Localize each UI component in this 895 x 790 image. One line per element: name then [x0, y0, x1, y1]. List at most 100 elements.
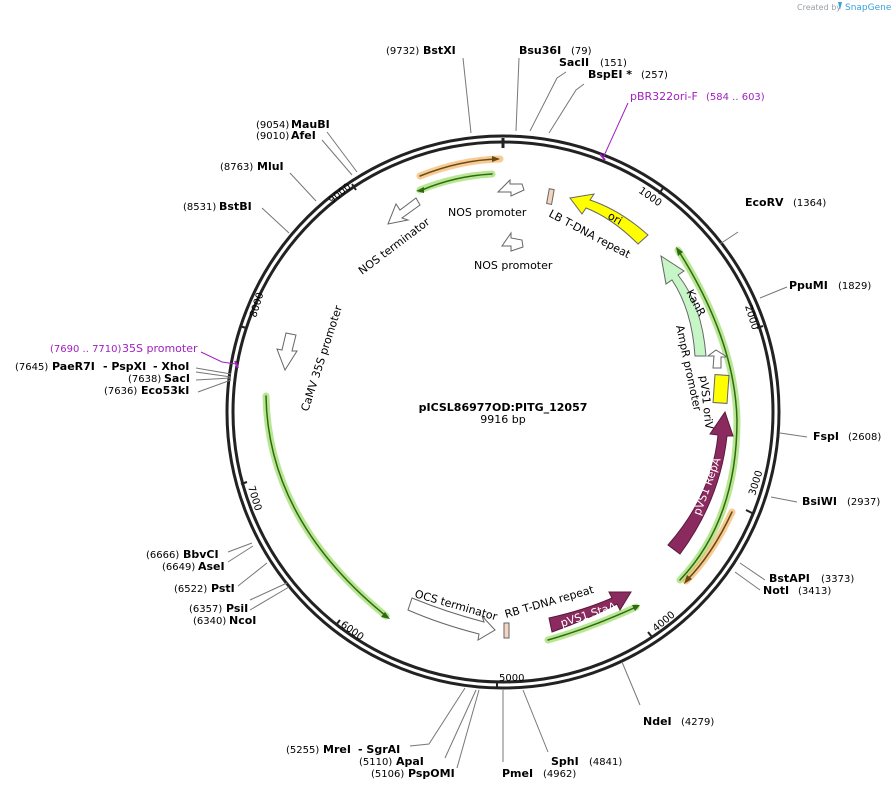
tick-2000: [756, 325, 764, 329]
site-afei-pos: (9010): [256, 131, 289, 142]
site-bsu36i-pos: (79): [571, 46, 592, 57]
site-sphi-pos: (4841): [589, 757, 622, 768]
site-psii-pos: (6357): [189, 604, 222, 615]
primer-pbr322ori-f-range: (584 .. 603): [706, 92, 765, 103]
feature-nos-terminator: NOS terminator: [356, 215, 433, 277]
site-ndei-pos: (4279): [681, 717, 714, 728]
site-sacii: SacII: [559, 56, 589, 69]
tick-label-8000: 8000: [248, 291, 266, 319]
plasmid-length: 9916 bp: [480, 413, 525, 426]
tick-7000: [240, 481, 248, 485]
site-ncoi: NcoI: [229, 614, 256, 627]
site-psti: PstI: [211, 582, 235, 595]
svg-text:SnapGene: SnapGene: [845, 3, 892, 13]
site-ecorv: EcoRV: [745, 196, 784, 209]
tick-label-6000: 6000: [338, 619, 365, 643]
site-asei-pos: (6649): [162, 562, 195, 573]
site-bsiwi: BsiWI: [802, 495, 837, 508]
rb-repeat-box: [503, 622, 510, 639]
tick-4000: [647, 631, 653, 638]
site-xhoi: - XhoI: [153, 360, 189, 373]
site-bbvci: BbvCI: [183, 548, 219, 561]
primer-35s-promoter-range: (7690 .. 7710): [50, 344, 122, 355]
site-bstapi-pos: (3373): [821, 574, 854, 585]
nos-promoter-arrow-1: [496, 178, 525, 197]
site-psti-pos: (6522): [174, 584, 207, 595]
site-fspi-pos: (2608): [848, 432, 881, 443]
site-bsu36i: Bsu36I: [519, 44, 561, 57]
site-bspei: BspEI *: [588, 68, 632, 81]
site-bbvci-pos: (6666): [146, 550, 179, 561]
site-noti-pos: (3413): [798, 586, 831, 597]
ampr-promoter-arrow: [706, 349, 729, 369]
feature-nos-promoter-2: NOS promoter: [474, 259, 553, 272]
site-eco53ki-pos: (7636): [104, 386, 137, 397]
site-bstapi: BstAPI: [769, 572, 810, 585]
site-bspei-pos: (257): [641, 70, 668, 81]
site-bsiwi-pos: (2937): [847, 497, 880, 508]
tick-label-9000: 9000: [327, 182, 354, 207]
site-pspxi: - PspXI: [103, 360, 146, 373]
site-apai-pos: (5110): [359, 757, 392, 768]
site-ppumi: PpuMI: [789, 279, 828, 292]
feature-camv-35s-promoter: CaMV 35S promoter: [298, 303, 345, 413]
tick-8000: [239, 325, 247, 329]
site-saci: SacI: [164, 372, 190, 385]
site-sacii-pos: (151): [600, 58, 627, 69]
site-bstbi-pos: (8531): [183, 202, 216, 213]
site-saci-pos: (7638): [128, 374, 161, 385]
site-asei: AseI: [198, 560, 225, 573]
site-pmei-pos: (4962): [543, 769, 576, 780]
ocs-terminator-arrow: [407, 597, 496, 641]
camv-35s-arrow: [276, 332, 298, 372]
orf-top-green: [416, 170, 496, 194]
site-pspomi-pos: (5106): [371, 769, 404, 780]
tick-1000: [658, 187, 664, 195]
site-apai: ApaI: [396, 755, 424, 768]
primer-pbr322ori-f-label: pBR322ori-F: [630, 90, 698, 103]
orf-arrowheads: [381, 156, 692, 619]
site-bstxi: BstXI: [423, 44, 456, 57]
feature-ori: ori: [569, 193, 649, 245]
primer-pbr322ori-f: pBR322ori-F (584 .. 603): [599, 90, 765, 161]
nos-promoter-arrow-2: [501, 231, 524, 252]
feature-nos-promoter-1: NOS promoter: [448, 206, 527, 219]
orf-left-green: [262, 392, 390, 620]
feature-pvs1-oriv: pVS1 oriV: [697, 375, 716, 430]
site-sphi: SphI: [551, 755, 579, 768]
feature-pvs1-oriv-box: [712, 374, 730, 404]
site-ncoi-pos: (6340): [193, 616, 226, 627]
orf-arcs: [262, 155, 741, 644]
site-noti: NotI: [763, 584, 789, 597]
tick-9000: [351, 183, 357, 191]
site-pspomi: PspOMI: [408, 767, 455, 780]
tick-label-1000: 1000: [636, 185, 663, 209]
site-mrei-pos: (5255): [286, 745, 319, 756]
site-ecorv-pos: (1364): [793, 198, 826, 209]
site-bstxi-pos: (9732): [386, 46, 419, 57]
site-paer7i: PaeR7I: [52, 360, 95, 373]
site-labels: (9732) BstXI Bsu36I (79) SacII (151) Bsp…: [15, 44, 881, 780]
site-sgrai: - SgrAI: [358, 743, 400, 756]
site-paer7i-pos: (7645): [15, 362, 48, 373]
ring-ticks: [239, 183, 764, 688]
site-bstbi: BstBI: [219, 200, 252, 213]
site-mlui: MluI: [257, 160, 284, 173]
site-leaders: [195, 57, 808, 769]
tick-label-5000: 5000: [499, 673, 524, 684]
lb-repeat-box: [546, 188, 555, 205]
credit-text: Created by: [797, 3, 841, 12]
tick-3000: [745, 509, 753, 514]
tick-6000: [335, 619, 341, 626]
snapgene-logo: SnapGene: [838, 2, 892, 13]
site-fspi: FspI: [813, 430, 839, 443]
site-maubi-pos: (9054): [256, 120, 289, 131]
site-mlui-pos: (8763): [220, 162, 253, 173]
site-afei: AfeI: [291, 129, 316, 142]
site-maubi: MauBI: [291, 118, 330, 131]
primer-35s-promoter: (7690 .. 7710) 35S promoter: [50, 342, 239, 369]
site-ndei: NdeI: [643, 715, 672, 728]
site-mrei: MreI: [323, 743, 351, 756]
site-pmei: PmeI: [502, 767, 533, 780]
